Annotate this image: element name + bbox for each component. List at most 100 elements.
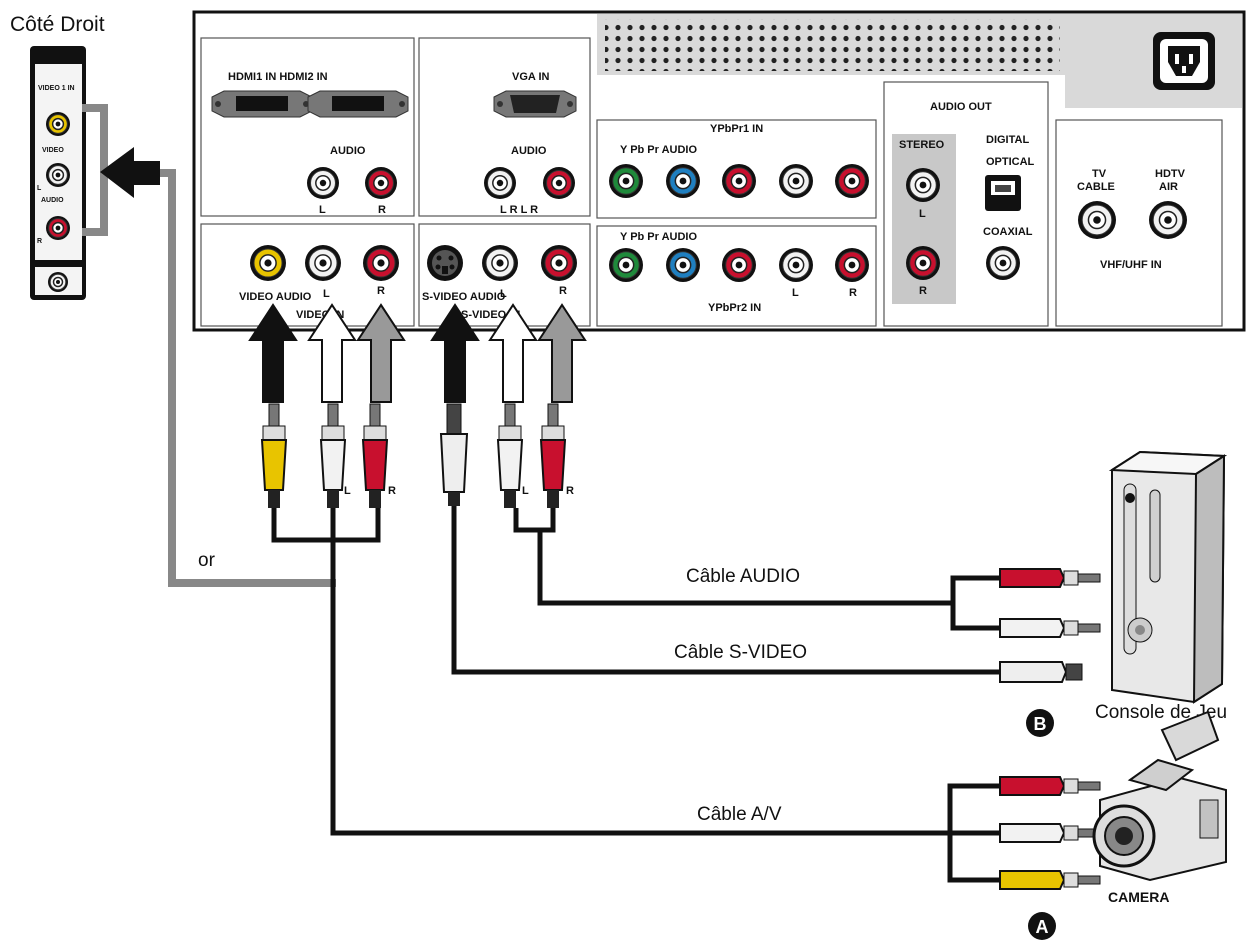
- plug-l-right-label: L: [522, 485, 529, 497]
- ypbpr1-y-pb-pr-audio-label: Y Pb Pr AUDIO: [620, 144, 697, 156]
- video-in-r-label: R: [377, 285, 385, 297]
- plug-svideo-audio-r-red: [539, 403, 567, 508]
- plug-svideo-audio-l-white: [496, 403, 524, 508]
- video-in-audio-l-jack: [305, 245, 341, 281]
- game-console-icon: [1108, 450, 1228, 704]
- air-label: AIR: [1159, 181, 1178, 193]
- stereo-out-l-label: L: [919, 208, 926, 220]
- video-in-l-label: L: [323, 288, 330, 300]
- ypbpr1-pb-jack: [666, 164, 700, 198]
- svideo-in-r-label: R: [559, 285, 567, 297]
- cable-label: CABLE: [1077, 181, 1115, 193]
- av-cable: [330, 540, 1000, 883]
- vertical-plugs: L R L R: [260, 403, 574, 508]
- video-in-jack: [250, 245, 286, 281]
- ypbpr1-pr-jack: [722, 164, 756, 198]
- hdmi1-port: [211, 90, 313, 118]
- vga-audio-r-jack: [543, 167, 575, 199]
- svideo-cable-label: Câble S-VIDEO: [674, 642, 807, 663]
- stereo-out-l-jack: [906, 168, 940, 202]
- side-gray-cable: [160, 169, 336, 587]
- audio-cable-label: Câble AUDIO: [686, 566, 800, 587]
- camera-audio-l-plug: [999, 823, 1101, 843]
- svideo-in-jack: [427, 245, 463, 281]
- audio-out-label: AUDIO OUT: [930, 101, 992, 113]
- vhf-uhf-label: VHF/UHF IN: [1100, 259, 1162, 271]
- ypbpr2-label: YPbPr2 IN: [708, 302, 761, 314]
- arrow-svideo-audio-r-gray: [537, 303, 587, 403]
- camera-audio-r-plug: [999, 776, 1101, 796]
- side-input-arrow: [100, 147, 160, 198]
- side-audio-l-jack: [46, 163, 70, 187]
- coaxial-out-jack: [986, 246, 1020, 280]
- vga-audio-l-jack: [484, 167, 516, 199]
- badge-b: B: [1026, 709, 1054, 737]
- camera-label: CAMERA: [1108, 889, 1169, 905]
- ypbpr2-pb-jack: [666, 248, 700, 282]
- console-svideo-plug: [999, 661, 1083, 683]
- audio-cable: [537, 530, 1000, 631]
- or-label: or: [198, 550, 216, 571]
- stereo-out-r-jack: [906, 246, 940, 280]
- optical-label: OPTICAL: [986, 156, 1035, 168]
- cables: [271, 506, 1000, 883]
- svideo-in-l-label: L: [500, 288, 507, 300]
- tv-back-panel: HDMI1 IN HDMI2 IN AUDIO L R VGA IN AUDIO…: [192, 10, 1246, 332]
- side-extra-jack: [48, 272, 68, 292]
- vga-lrlr-label: L R L R: [500, 204, 538, 216]
- ypbpr1-audio-r-jack: [835, 164, 869, 198]
- badge-b-text: B: [1034, 714, 1047, 734]
- svideo-audio-l-jack: [482, 245, 518, 281]
- vent-grille: [605, 19, 1060, 71]
- side-l-label: L: [37, 185, 42, 192]
- audio-cable-bundle: [513, 508, 556, 533]
- av-cable-label: Câble A/V: [697, 804, 782, 825]
- badge-a-text: A: [1036, 917, 1049, 937]
- hdmi2-port: [307, 90, 409, 118]
- ypbpr2-r-label: R: [849, 287, 857, 299]
- stereo-label: STEREO: [899, 139, 945, 151]
- hdtv-label: HDTV: [1155, 168, 1186, 180]
- side-r-label: R: [37, 238, 42, 245]
- plug-audio-l-white: [319, 403, 347, 508]
- vga-audio-label: AUDIO: [511, 145, 547, 157]
- camcorder-icon: [1092, 710, 1227, 882]
- hdmi-audio-r-label: R: [378, 204, 386, 216]
- side-panel: VIDEO 1 IN VIDEO L AUDIO R: [30, 46, 86, 300]
- hdmi-label: HDMI1 IN HDMI2 IN: [228, 71, 328, 83]
- ypbpr2-audio-r-jack: [835, 248, 869, 282]
- side-video1-in-label: VIDEO 1 IN: [38, 85, 75, 92]
- arrow-video-black: [248, 303, 298, 403]
- ypbpr2-y-pb-pr-audio-label: Y Pb Pr AUDIO: [620, 231, 697, 243]
- side-video-label: VIDEO: [42, 147, 64, 154]
- ypbpr1-audio-l-jack: [779, 164, 813, 198]
- av-cable-bundle: [271, 508, 381, 543]
- hdmi-audio-r-jack: [365, 167, 397, 199]
- plug-r-right-label: R: [566, 485, 574, 497]
- ypbpr2-audio-l-jack: [779, 248, 813, 282]
- arrow-svideo-audio-l-white: [488, 303, 538, 403]
- arrow-audio-r-gray: [356, 303, 406, 403]
- plug-video-yellow: [260, 403, 288, 508]
- side-video-jack: [46, 112, 70, 136]
- ypbpr2-l-label: L: [792, 287, 799, 299]
- tv-label: TV: [1092, 168, 1107, 180]
- stereo-out-r-label: R: [919, 285, 927, 297]
- console-audio-l-plug: [999, 618, 1101, 638]
- arrow-audio-l-white: [307, 303, 357, 403]
- ypbpr1-y-jack: [609, 164, 643, 198]
- svideo-cable: [451, 506, 1000, 675]
- ypbpr1-label: YPbPr1 IN: [710, 123, 763, 135]
- hdmi-audio-l-label: L: [319, 204, 326, 216]
- power-socket: [1153, 32, 1215, 90]
- hdmi-audio-label: AUDIO: [330, 145, 366, 157]
- video-in-audio-r-jack: [363, 245, 399, 281]
- svideo-audio-r-jack: [541, 245, 577, 281]
- plug-svideo: [439, 403, 469, 506]
- vga-port: [493, 90, 577, 118]
- ypbpr2-pr-jack: [722, 248, 756, 282]
- hdtv-air-jack: [1149, 201, 1187, 239]
- svideo-audio-label: S-VIDEO AUDIO: [422, 291, 506, 303]
- ypbpr2-y-jack: [609, 248, 643, 282]
